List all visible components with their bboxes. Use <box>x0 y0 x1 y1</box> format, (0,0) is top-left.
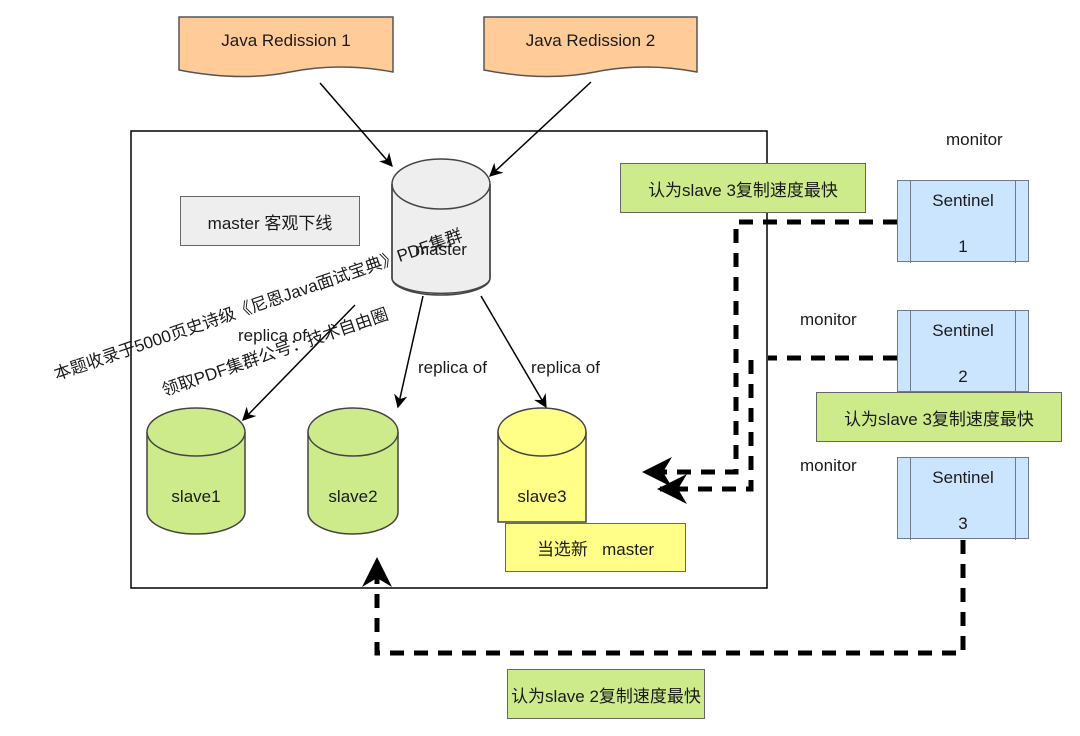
sentinel3-vote-line <box>362 540 966 656</box>
slave2-cylinder <box>307 407 399 535</box>
client-label-1: Java Redission 1 <box>221 31 351 50</box>
sentinel-2-title: Sentinel <box>932 321 994 340</box>
client1-to-master-arrow <box>319 82 393 168</box>
cluster-container <box>130 130 768 589</box>
sentinel-1-title: Sentinel <box>932 191 994 210</box>
master-status-box: master 客观下线 <box>180 196 360 246</box>
monitor-label-3: monitor <box>800 456 857 475</box>
sentinel-2-vote-label: 认为slave 3复制速度最快 <box>844 409 1034 429</box>
sentinel-2-vote-box: 认为slave 3复制速度最快 <box>816 392 1062 442</box>
slave3-label: slave3 <box>517 487 567 506</box>
replica-label-2: replica of <box>418 358 487 377</box>
slave2-label: slave2 <box>328 487 378 506</box>
sentinel1-vote-line <box>642 219 897 487</box>
sentinel-3-vote-box: 认为slave 2复制速度最快 <box>507 669 705 719</box>
slave1-cylinder <box>146 407 246 535</box>
elected-master-box: 当选新 master <box>505 523 686 572</box>
replica-label-3: replica of <box>531 358 600 377</box>
client-doc-shape-1 <box>178 16 394 78</box>
sentinel-node-1: Sentinel 1 <box>897 179 1029 263</box>
client-label-2: Java Redission 2 <box>525 31 656 50</box>
sentinel-3-number: 3 <box>958 514 968 533</box>
monitor-label-1: monitor <box>946 130 1003 149</box>
replica-arrow-slave2 <box>394 295 424 409</box>
monitor-label-2: monitor <box>800 310 857 329</box>
client-doc-shape-2 <box>483 16 698 78</box>
client2-to-master-arrow <box>489 81 592 177</box>
sentinel-2-number: 2 <box>958 367 968 386</box>
elected-master-label: 当选新 master <box>536 540 655 559</box>
sentinel-1-vote-box: 认为slave 3复制速度最快 <box>620 163 866 213</box>
sentinel-node-2: Sentinel 2 <box>897 309 1029 393</box>
replica-arrow-slave1 <box>242 304 356 421</box>
sentinel2-vote-line-b <box>657 360 754 504</box>
slave3-cylinder <box>497 407 587 523</box>
sentinel-1-vote-label: 认为slave 3复制速度最快 <box>648 180 838 200</box>
sentinel-node-3: Sentinel 3 <box>897 456 1029 540</box>
master-label: master <box>415 240 467 259</box>
sentinel-1-number: 1 <box>958 237 968 256</box>
slave1-label: slave1 <box>171 487 221 506</box>
sentinel-3-vote-label: 认为slave 2复制速度最快 <box>511 686 701 706</box>
master-cylinder <box>391 158 491 296</box>
master-status-label: master 客观下线 <box>207 213 333 233</box>
sentinel-3-title: Sentinel <box>932 468 994 487</box>
replica-label-1: replica of <box>238 326 307 345</box>
replica-arrow-slave3 <box>480 295 547 409</box>
